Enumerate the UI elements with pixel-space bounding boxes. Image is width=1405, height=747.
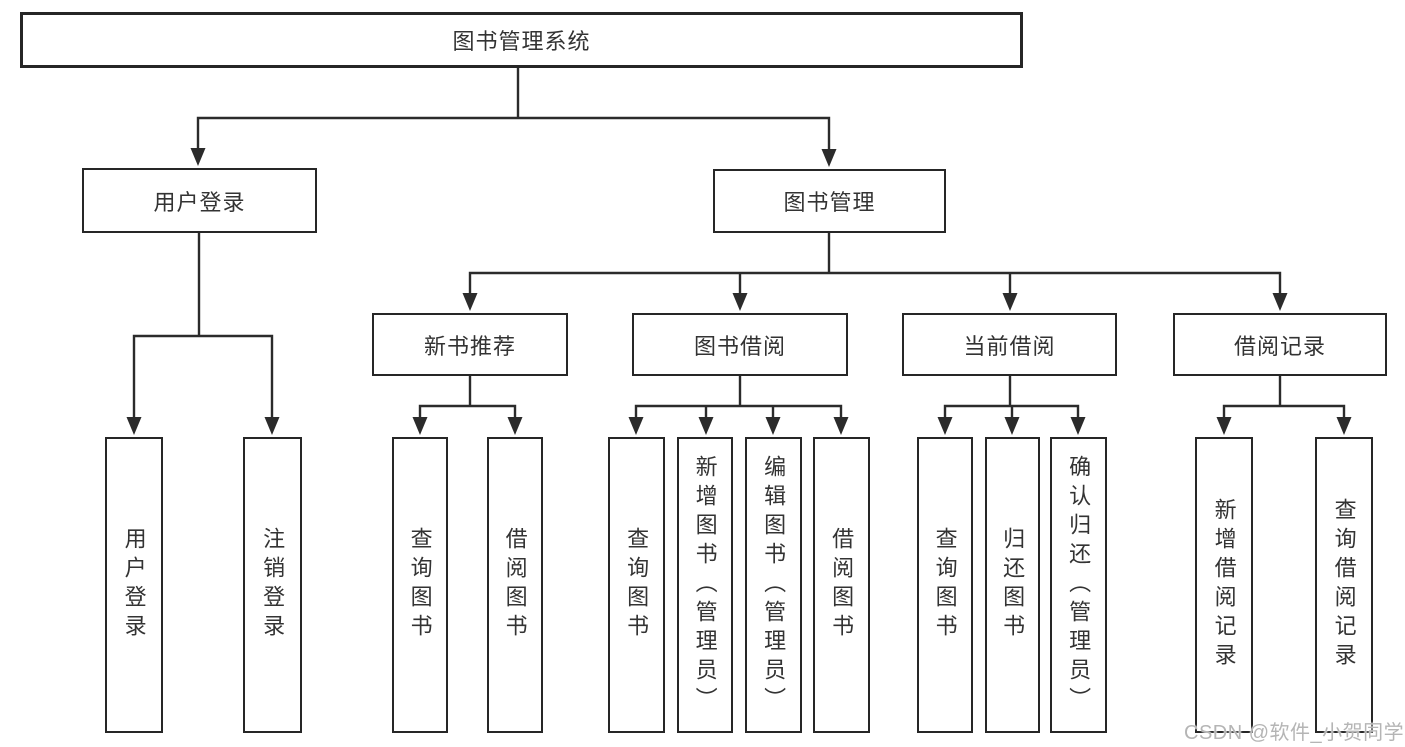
arrow-down-icon bbox=[1070, 417, 1086, 435]
node-label: 图书管理系统 bbox=[452, 29, 591, 54]
leaf-query-books-1: 查询图书 bbox=[392, 437, 448, 733]
arrowheads bbox=[126, 148, 1352, 435]
arrow-down-icon bbox=[698, 417, 714, 435]
node-label: 图书管理 bbox=[783, 190, 876, 215]
node-label: 查询图书 bbox=[932, 527, 958, 643]
node-user-login: 用户登录 bbox=[82, 168, 317, 233]
leaf-add-books-admin: 新增图书（管理员） bbox=[677, 437, 733, 733]
leaf-confirm-return-admin: 确认归还（管理员） bbox=[1050, 437, 1107, 733]
node-label: 用户登录 bbox=[153, 189, 246, 215]
arrow-down-icon bbox=[462, 293, 478, 311]
arrow-down-icon bbox=[190, 148, 206, 166]
leaf-borrow-books-2: 借阅图书 bbox=[813, 437, 870, 733]
arrow-down-icon bbox=[765, 417, 781, 435]
arrow-down-icon bbox=[412, 417, 428, 435]
arrow-down-icon bbox=[1336, 417, 1352, 435]
connector-book-management-children bbox=[468, 231, 1282, 297]
arrow-down-icon bbox=[1002, 293, 1018, 311]
connector-borrow-record-children bbox=[1222, 374, 1346, 421]
arrow-down-icon bbox=[1216, 417, 1232, 435]
node-label: 确认归还（管理员） bbox=[1066, 454, 1092, 716]
node-label: 用户登录 bbox=[121, 527, 147, 643]
arrow-down-icon bbox=[628, 417, 644, 435]
connector-user-login-children bbox=[132, 231, 274, 421]
arrow-down-icon bbox=[264, 417, 280, 435]
node-label: 新书推荐 bbox=[423, 333, 516, 359]
node-label: 归还图书 bbox=[1000, 527, 1026, 643]
node-book-borrowing: 图书借阅 bbox=[632, 313, 848, 376]
node-label: 注销登录 bbox=[260, 527, 286, 643]
node-current-borrowing: 当前借阅 bbox=[902, 313, 1117, 376]
csdn-watermark: CSDN @软件_小贺同学 bbox=[1184, 722, 1405, 744]
node-label: 借阅图书 bbox=[829, 527, 855, 643]
leaf-query-books-3: 查询图书 bbox=[917, 437, 973, 733]
node-label: 当前借阅 bbox=[963, 333, 1056, 359]
connector-root-to-level2 bbox=[196, 66, 831, 153]
connector-book-borrow-children bbox=[634, 373, 843, 421]
node-label: 借阅图书 bbox=[502, 527, 528, 643]
connector-new-book-children bbox=[418, 374, 517, 421]
leaf-borrow-books-1: 借阅图书 bbox=[487, 437, 543, 733]
arrow-down-icon bbox=[821, 149, 837, 167]
node-label: 新增借阅记录 bbox=[1211, 498, 1237, 672]
node-label: 图书借阅 bbox=[693, 333, 786, 359]
node-label: 新增图书（管理员） bbox=[692, 454, 718, 716]
node-library-management-system: 图书管理系统 bbox=[20, 12, 1023, 68]
connector-lines bbox=[132, 66, 1346, 421]
node-label: 借阅记录 bbox=[1233, 333, 1326, 359]
leaf-query-books-2: 查询图书 bbox=[608, 437, 665, 733]
node-new-book-recommendation: 新书推荐 bbox=[372, 313, 568, 376]
leaf-edit-books-admin: 编辑图书（管理员） bbox=[745, 437, 802, 733]
leaf-return-books: 归还图书 bbox=[985, 437, 1040, 733]
leaf-user-login: 用户登录 bbox=[105, 437, 163, 733]
arrow-down-icon bbox=[937, 417, 953, 435]
arrow-down-icon bbox=[1272, 293, 1288, 311]
leaf-logout: 注销登录 bbox=[243, 437, 302, 733]
arrow-down-icon bbox=[833, 417, 849, 435]
arrow-down-icon bbox=[507, 417, 523, 435]
arrow-down-icon bbox=[1004, 417, 1020, 435]
arrow-down-icon bbox=[732, 293, 748, 311]
node-borrowing-records: 借阅记录 bbox=[1173, 313, 1387, 376]
node-book-management: 图书管理 bbox=[713, 169, 946, 233]
connector-current-borrow-children bbox=[943, 374, 1080, 421]
leaf-query-borrow-record: 查询借阅记录 bbox=[1315, 437, 1373, 733]
node-label: 查询借阅记录 bbox=[1331, 498, 1357, 672]
leaf-add-borrow-record: 新增借阅记录 bbox=[1195, 437, 1253, 733]
arrow-down-icon bbox=[126, 417, 142, 435]
node-label: 查询图书 bbox=[624, 527, 650, 643]
node-label: 查询图书 bbox=[407, 527, 433, 643]
node-label: 编辑图书（管理员） bbox=[761, 454, 787, 716]
